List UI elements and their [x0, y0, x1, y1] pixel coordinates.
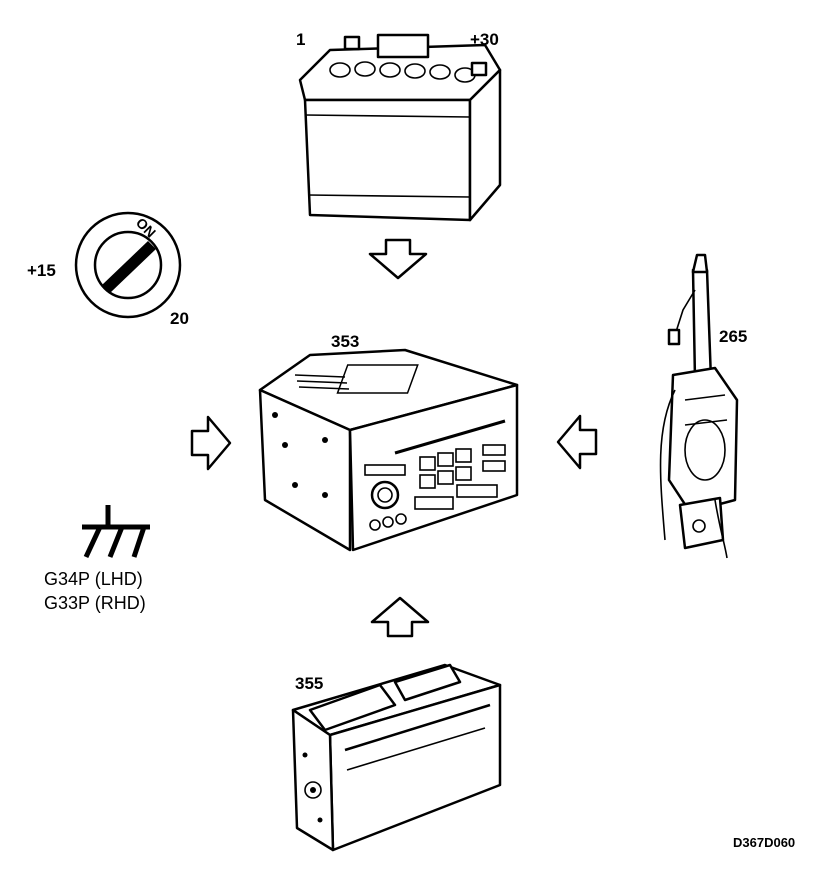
- cd-changer-ref-label: 355: [295, 674, 324, 693]
- ignition-ref-label: 20: [170, 309, 189, 328]
- radio-ref-label: 353: [331, 332, 360, 351]
- ground-label-lhd: G34P (LHD): [44, 569, 143, 589]
- battery-terminal-label: +30: [470, 30, 499, 49]
- arrow-right-icon: [190, 415, 232, 471]
- drawing-code: D367D060: [733, 835, 796, 850]
- arrow-up-icon: [370, 596, 430, 638]
- arrow-down-icon: [368, 238, 428, 280]
- cd-changer-illustration: [291, 663, 502, 852]
- arrow-left-icon: [556, 414, 598, 470]
- ignition-terminal-label: +15: [27, 261, 56, 280]
- antenna-ref-label: 265: [719, 327, 748, 346]
- ignition-switch-illustration: ON: [74, 211, 182, 319]
- battery-illustration: [298, 33, 502, 222]
- battery-ref-label: 1: [296, 30, 306, 49]
- radio-unit-illustration: [258, 348, 519, 552]
- ground-label-rhd: G33P (RHD): [44, 593, 146, 613]
- ground-symbol-icon: [82, 505, 150, 559]
- antenna-illustration: [659, 253, 739, 559]
